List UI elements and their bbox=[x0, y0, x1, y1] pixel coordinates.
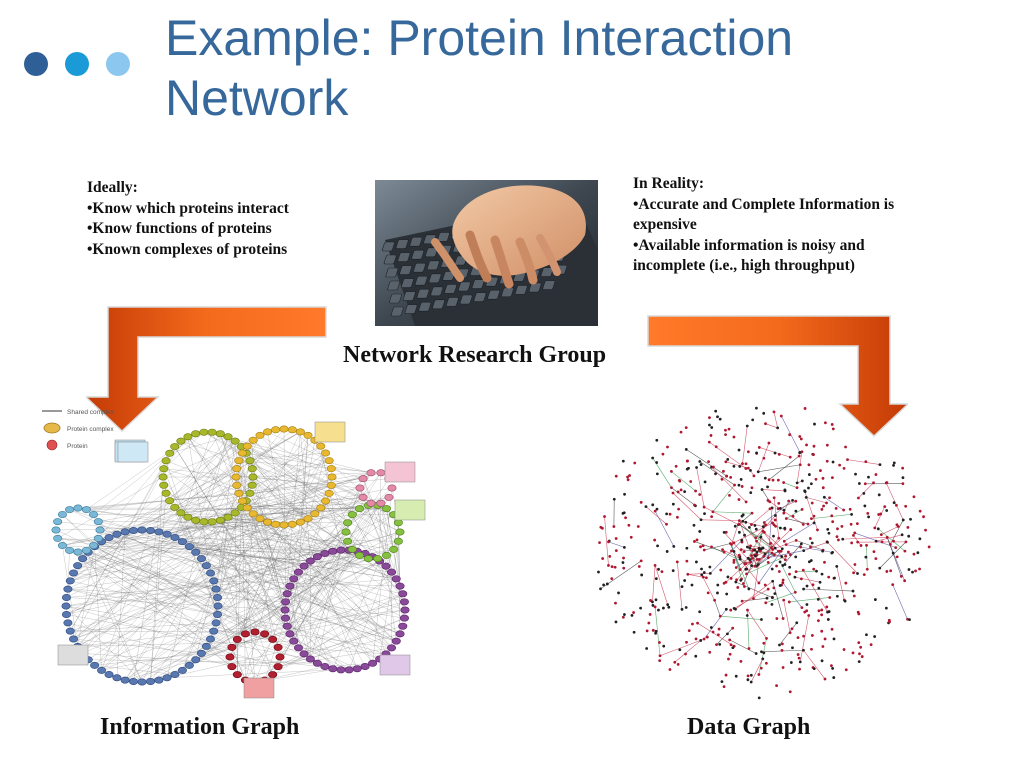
data-graph-caption: Data Graph bbox=[687, 714, 811, 740]
info-graph-complexes bbox=[51, 421, 426, 699]
reality-bullet: •Accurate and Complete Information is ex… bbox=[633, 195, 895, 234]
left-arrow bbox=[86, 306, 327, 433]
dot-light bbox=[106, 52, 130, 76]
reality-heading: In Reality: bbox=[633, 175, 705, 192]
info-graph-edges bbox=[55, 428, 406, 683]
information-graph-caption: Information Graph bbox=[100, 714, 300, 740]
network-research-group-caption: Network Research Group bbox=[343, 342, 607, 368]
data-graph-figure bbox=[597, 406, 931, 700]
legend-shared-complex: Shared complex bbox=[67, 409, 115, 416]
right-arrow bbox=[647, 315, 908, 438]
decorative-dots bbox=[24, 52, 130, 76]
ideally-text-block: Ideally: •Know which proteins interact •… bbox=[87, 178, 347, 260]
ideally-bullet: •Know functions of proteins bbox=[87, 220, 272, 237]
keyboard-typing-photo bbox=[375, 180, 598, 326]
ideally-bullet: •Know which proteins interact bbox=[87, 199, 289, 217]
legend-protein-complex: Protein complex bbox=[67, 426, 114, 433]
graph-legend: Shared complex Protein complex Protein bbox=[42, 409, 115, 451]
information-graph-figure: Shared complex Protein complex Protein bbox=[42, 409, 426, 699]
legend-protein: Protein bbox=[67, 443, 88, 450]
ideally-bullet: •Known complexes of proteins bbox=[87, 240, 288, 258]
reality-bullet: •Available information is noisy and inco… bbox=[633, 236, 865, 275]
ideally-heading: Ideally: bbox=[87, 179, 138, 196]
dot-dark bbox=[24, 52, 48, 76]
dot-mid bbox=[65, 52, 89, 76]
slide-title: Example: Protein Interaction Network bbox=[165, 10, 794, 126]
in-reality-text-block: In Reality: •Accurate and Complete Infor… bbox=[633, 174, 933, 277]
